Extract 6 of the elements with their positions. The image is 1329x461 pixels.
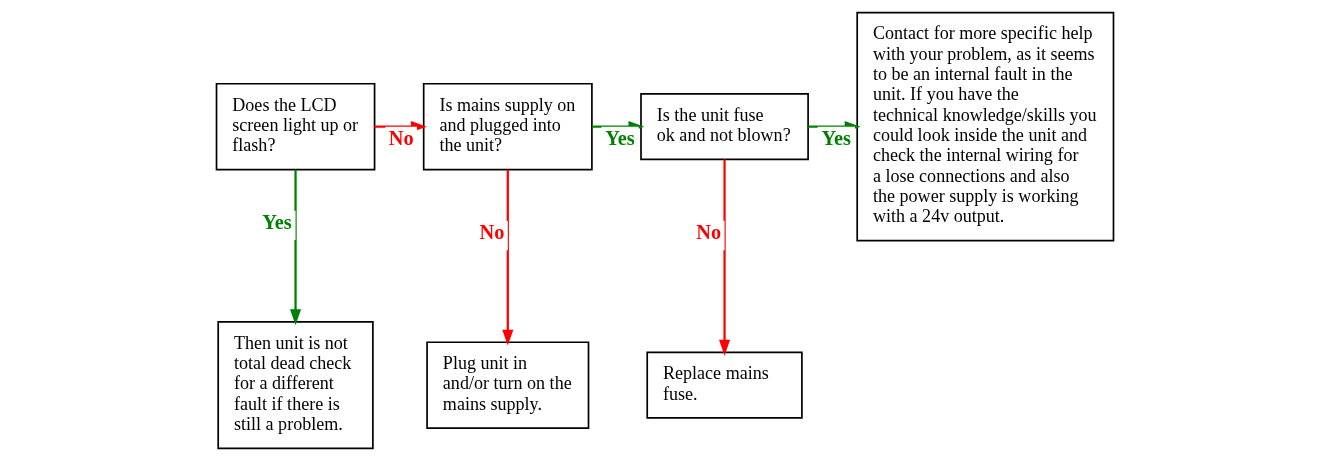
- edge-label: No: [479, 221, 504, 244]
- edge-label: Yes: [604, 127, 635, 150]
- edge-label: No: [388, 127, 414, 150]
- edge-label: Yes: [261, 211, 292, 234]
- edge-label: Yes: [821, 127, 851, 150]
- edge-label: No: [695, 221, 721, 244]
